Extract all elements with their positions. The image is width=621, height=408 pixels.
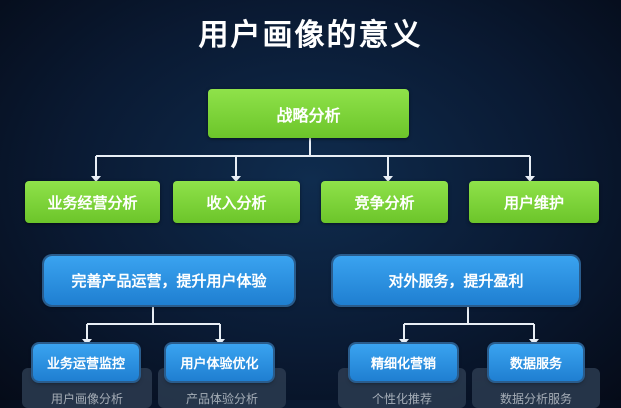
child-precision-marketing: 精细化营销: [350, 344, 457, 381]
group-product-operation: 完善产品运营，提升用户体验: [44, 256, 294, 305]
group-external-service: 对外服务，提升盈利: [333, 256, 579, 305]
child-data-service: 数据服务: [489, 344, 583, 381]
node-revenue-analysis: 收入分析: [173, 181, 300, 223]
root-node: 战略分析: [208, 89, 409, 138]
node-business-analysis: 业务经营分析: [25, 181, 160, 223]
page-title: 用户画像的意义: [198, 18, 423, 53]
node-user-maintenance: 用户维护: [469, 181, 599, 223]
node-competition-analysis: 竞争分析: [321, 181, 448, 223]
child-experience-optimization: 用户体验优化: [166, 344, 273, 381]
child-operation-monitoring: 业务运营监控: [33, 344, 139, 381]
